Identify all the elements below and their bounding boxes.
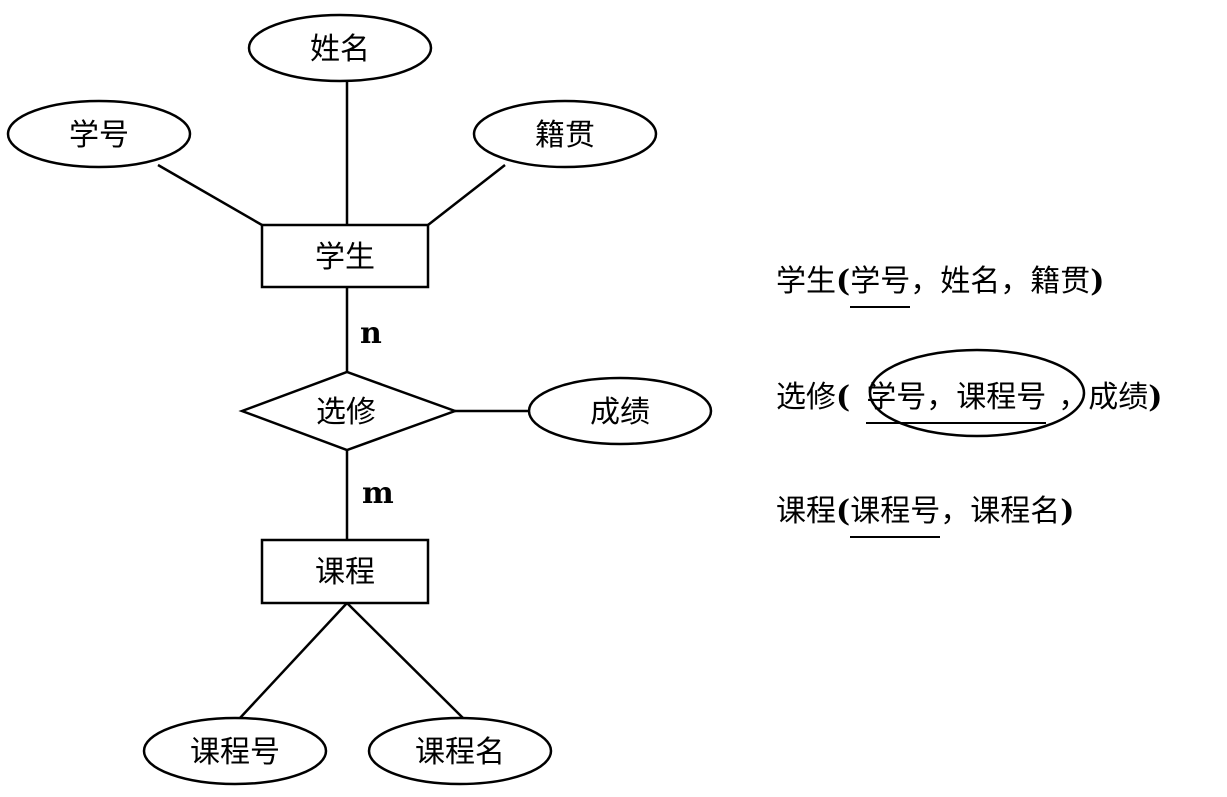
relationship-diamond xyxy=(238,370,459,452)
relationship-label: 选修 xyxy=(316,395,376,430)
cardinality-n: n xyxy=(360,316,382,351)
entity-student-label: 学生 xyxy=(315,240,375,275)
attr-grade-label: 成绩 xyxy=(590,395,650,430)
attr-grade-ellipse xyxy=(527,376,713,446)
attr-hometown-label: 籍贯 xyxy=(535,118,595,153)
cardinality-m: m xyxy=(362,476,394,511)
schema-enroll: 选修( 学号，课程号 ，成绩) xyxy=(776,372,1162,424)
schema-course-rest: ，课程名 xyxy=(940,494,1061,529)
schema-enroll-name: 选修 xyxy=(776,380,836,415)
attr-name-ellipse xyxy=(247,13,433,83)
attr-studentid-ellipse xyxy=(6,99,192,169)
entity-course-box xyxy=(260,538,430,605)
schema-course-key: 课程号 xyxy=(850,486,941,538)
line-course-courseid xyxy=(239,602,348,719)
composite-key-ellipse xyxy=(868,348,1086,438)
schema-course: 课程(课程号，课程名) xyxy=(776,486,1074,538)
schema-student-rest: ，姓名，籍贯 xyxy=(910,264,1091,299)
attr-courseid-label: 课程号 xyxy=(190,735,280,770)
schema-student-key: 学号 xyxy=(850,256,911,308)
attr-name-label: 姓名 xyxy=(310,32,370,67)
schema-enroll-rest: ，成绩 xyxy=(1058,380,1149,415)
schema-student-close-paren: ) xyxy=(1090,264,1105,299)
schema-course-open-paren: ( xyxy=(836,494,851,529)
schema-enroll-open-paren: ( xyxy=(836,380,851,415)
line-student-hometown xyxy=(427,164,506,226)
schema-enroll-key: 学号，课程号 xyxy=(866,372,1047,424)
attr-coursename-label: 课程名 xyxy=(415,735,505,770)
schema-student: 学生(学号，姓名，籍贯) xyxy=(776,256,1104,308)
attr-hometown-ellipse xyxy=(472,99,658,169)
line-student-id xyxy=(157,163,263,227)
attr-studentid-label: 学号 xyxy=(69,118,129,153)
schema-student-open-paren: ( xyxy=(836,264,851,299)
attr-courseid-ellipse xyxy=(142,716,328,786)
schema-student-name: 学生 xyxy=(776,264,836,299)
line-course-coursename xyxy=(346,602,464,719)
attr-coursename-ellipse xyxy=(367,716,553,786)
entity-course-label: 课程 xyxy=(315,555,375,590)
entity-student-box xyxy=(260,223,430,289)
schema-course-close-paren: ) xyxy=(1060,494,1075,529)
schema-enroll-close-paren: ) xyxy=(1148,380,1163,415)
schema-course-name: 课程 xyxy=(776,494,836,529)
